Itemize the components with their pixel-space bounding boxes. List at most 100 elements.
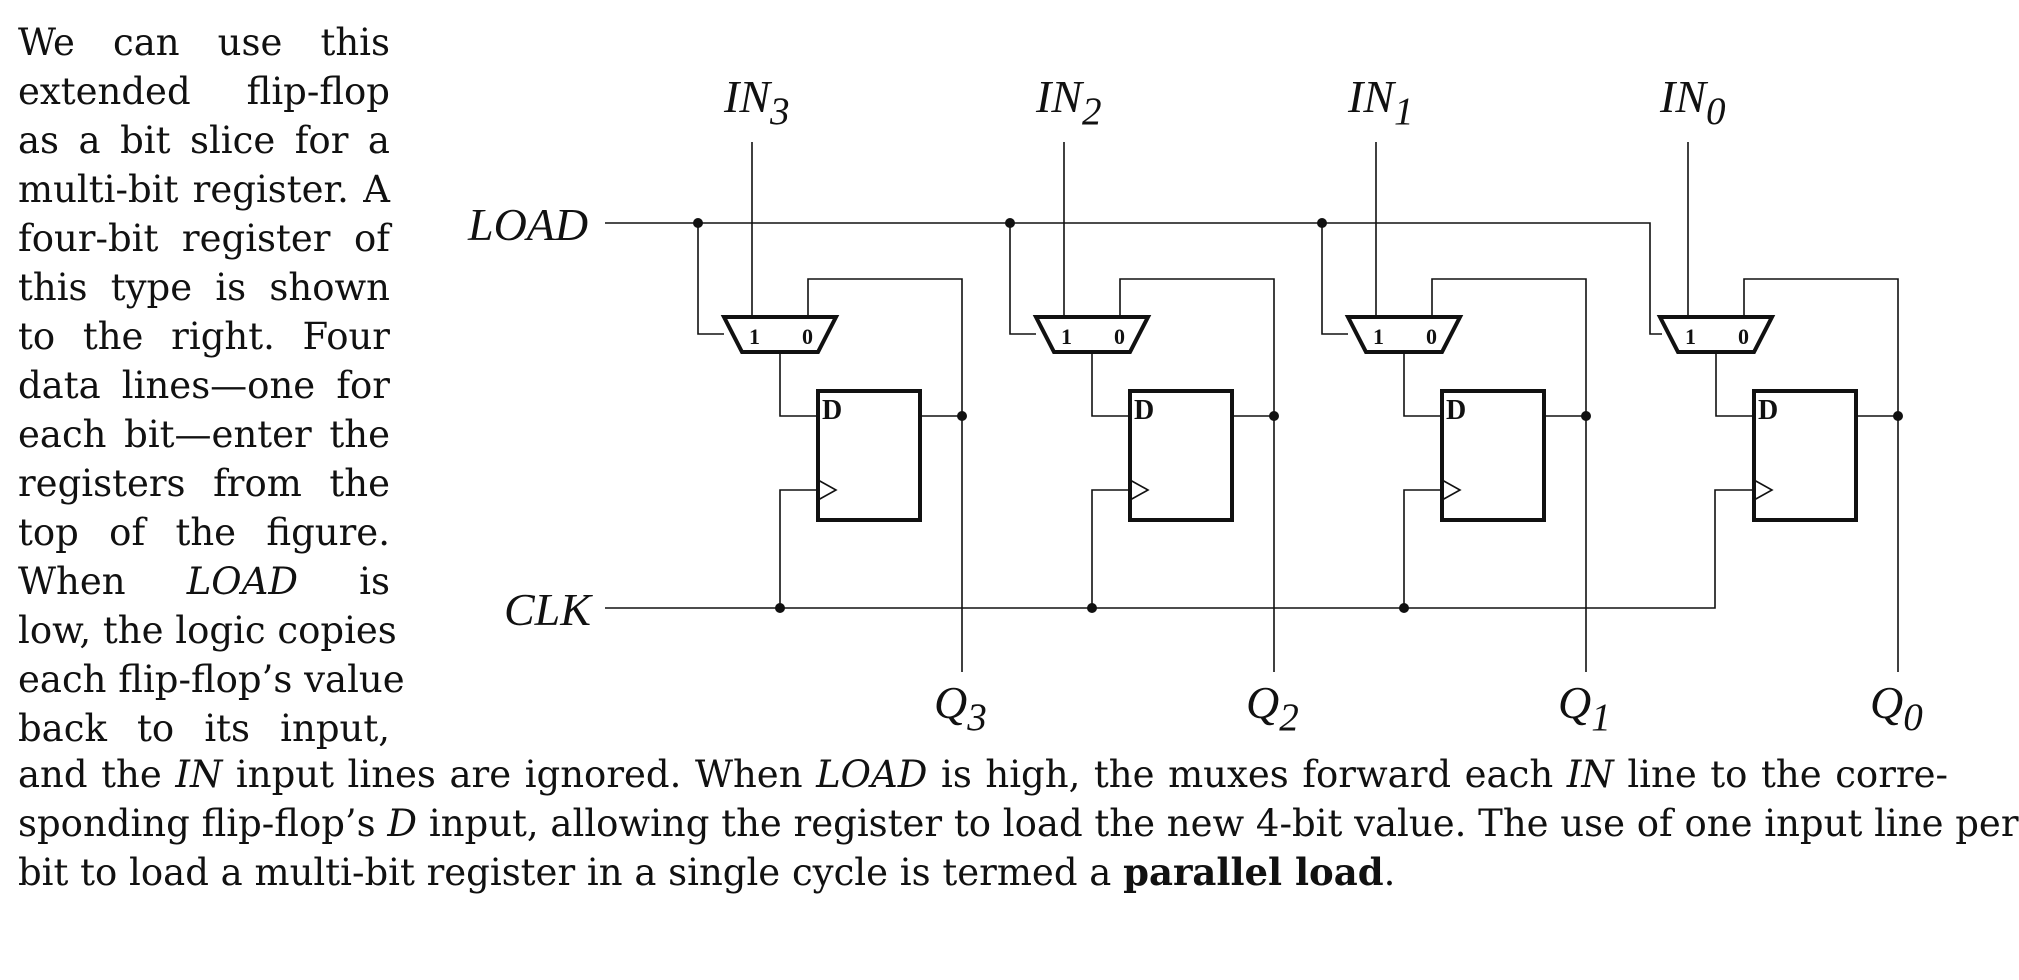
mux-to-d-wire (1091, 352, 1130, 417)
word: figure. (266, 511, 390, 554)
mux-zero-label: 0 (802, 324, 813, 349)
flip-flop-3 (816, 389, 922, 522)
ff-d-label: D (1446, 395, 1466, 426)
in-label-1-base: IN (1347, 71, 1396, 122)
word: as (18, 119, 60, 162)
clock-wire-2 (1091, 489, 1130, 608)
side-line-14: each flip-flop’s value (18, 655, 405, 704)
word: registers (18, 462, 186, 505)
junction-dot (1087, 603, 1097, 613)
in-label-2: IN2 (1035, 71, 1102, 133)
q-label-1-base: Q (1558, 677, 1591, 728)
word: slice (189, 119, 276, 162)
q-label-1: Q1 (1558, 677, 1611, 739)
q-label-3-base: Q (934, 677, 967, 728)
word: flip-flop (246, 70, 390, 113)
bottom-line-2: sponding flip-flop’s D input, allowing t… (18, 799, 2019, 848)
text-run: input, allowing the register to load the… (417, 802, 2019, 845)
word: use (217, 21, 283, 64)
mux-zero-label: 0 (1426, 324, 1437, 349)
in-label-1: IN1 (1347, 71, 1414, 133)
word: the (82, 315, 144, 358)
word: extended (18, 70, 191, 113)
mux-to-d-wire (1403, 352, 1442, 417)
junction-dot (775, 603, 785, 613)
word: bit (120, 119, 171, 162)
load-bus (605, 222, 1662, 335)
word: right. (171, 315, 275, 358)
word: four-bit (18, 217, 159, 260)
feedback-wire (807, 278, 963, 416)
word: register. (192, 168, 349, 211)
word: of (109, 511, 146, 554)
in-label-2-subscript: 2 (1082, 90, 1102, 133)
junction-dot (1399, 603, 1409, 613)
mux-one-label: 1 (1061, 324, 1072, 349)
mux-0 (1656, 315, 1776, 354)
text-run: input lines are ignored. When (222, 753, 817, 796)
q-wire-1 (1544, 415, 1587, 672)
word: can (112, 21, 180, 64)
d-input-ref: D (387, 802, 418, 845)
text-run: . (1383, 851, 1396, 894)
in-label-0-subscript: 0 (1706, 90, 1726, 133)
mux-2 (1032, 315, 1152, 354)
text-run: sponding flip-flop’s (18, 802, 388, 845)
word: the (175, 511, 237, 554)
word: the (329, 413, 390, 456)
word: type (110, 266, 193, 309)
word: Four (302, 315, 390, 358)
word: to (18, 315, 56, 358)
junction-dot (1005, 218, 1015, 228)
mux-to-d-wire (779, 352, 818, 417)
word: bit—enter (124, 413, 312, 456)
junction-dot (693, 218, 703, 228)
word: this (18, 266, 88, 309)
junction-dot (1581, 411, 1591, 421)
word: from (213, 462, 302, 505)
select-wire-2 (1009, 223, 1036, 335)
word: this (320, 21, 390, 64)
word: is (359, 560, 390, 603)
word: low, the logic copies (18, 609, 397, 652)
word: for (336, 364, 390, 407)
q-label-0-base: Q (1870, 677, 1903, 728)
q-wire-3 (920, 415, 963, 672)
word: top (18, 511, 79, 554)
load-signal-ref: LOAD (816, 753, 928, 796)
q-label-2-subscript: 2 (1279, 696, 1299, 739)
q-label-3: Q3 (934, 677, 987, 739)
clock-triangle (817, 479, 838, 501)
q-wire-2 (1232, 415, 1275, 672)
word: the (329, 462, 390, 505)
side-line-13: low, the logic copies (18, 606, 397, 655)
in-label-1-subscript: 1 (1394, 90, 1414, 133)
ff-d-label: D (1758, 395, 1778, 426)
word: shown (269, 266, 390, 309)
bottom-line-3: bit to load a multi-bit register in a si… (18, 848, 1948, 897)
ff-d-label: D (1134, 395, 1154, 426)
word: data (18, 364, 101, 407)
in-label-0-base: IN (1659, 71, 1708, 122)
word: each flip-flop’s value (18, 658, 405, 701)
q-wire-0 (1856, 415, 1899, 672)
in-label-3: IN3 (723, 71, 790, 133)
junction-dot (1317, 218, 1327, 228)
bottom-line-1: and the IN input lines are ignored. When… (18, 750, 1948, 799)
bottom-paragraph: and the IN input lines are ignored. When… (18, 750, 2019, 897)
text-run: bit to load a multi-bit register in a si… (18, 851, 1124, 894)
junction-dot (1893, 411, 1903, 421)
clk-label: CLK (504, 584, 593, 635)
word: a (367, 119, 390, 162)
